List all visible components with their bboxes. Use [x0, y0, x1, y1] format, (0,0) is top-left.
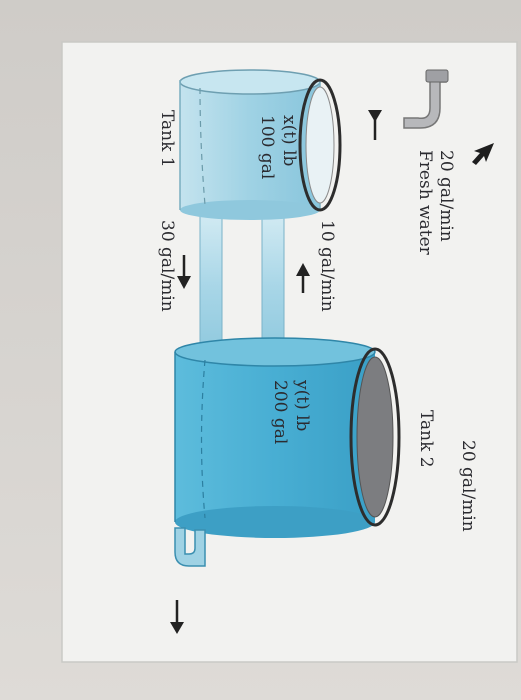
pipe-forward	[199, 211, 223, 363]
tank2-amount-label: y(t) lb	[292, 379, 312, 432]
cursor-arrow-icon	[472, 143, 494, 165]
inflow-arrow-icon	[368, 110, 382, 140]
tank1-volume-label: 100 gal	[257, 115, 277, 179]
tank-1	[179, 69, 342, 220]
tank2-name-label: Tank 2	[416, 410, 436, 468]
tank2-volume-label: 200 gal	[270, 380, 290, 444]
fresh-water-label: Fresh water	[415, 150, 435, 256]
inflow-rate-label: 20 gal/min	[436, 150, 456, 242]
return-flow-arrow-icon	[296, 263, 310, 293]
return-rate-label: 10 gal/min	[317, 220, 337, 312]
outflow-pipe	[174, 527, 206, 567]
outflow-arrow-icon	[170, 600, 184, 634]
tank1-amount-label: x(t) lb	[279, 115, 299, 167]
tank-2	[174, 337, 401, 538]
faucet-cap	[425, 69, 449, 83]
forward-flow-arrow-icon	[177, 255, 191, 289]
forward-rate-label: 30 gal/min	[157, 220, 177, 312]
outflow-rate-label: 20 gal/min	[458, 440, 478, 532]
tank1-name-label: Tank 1	[157, 110, 177, 168]
